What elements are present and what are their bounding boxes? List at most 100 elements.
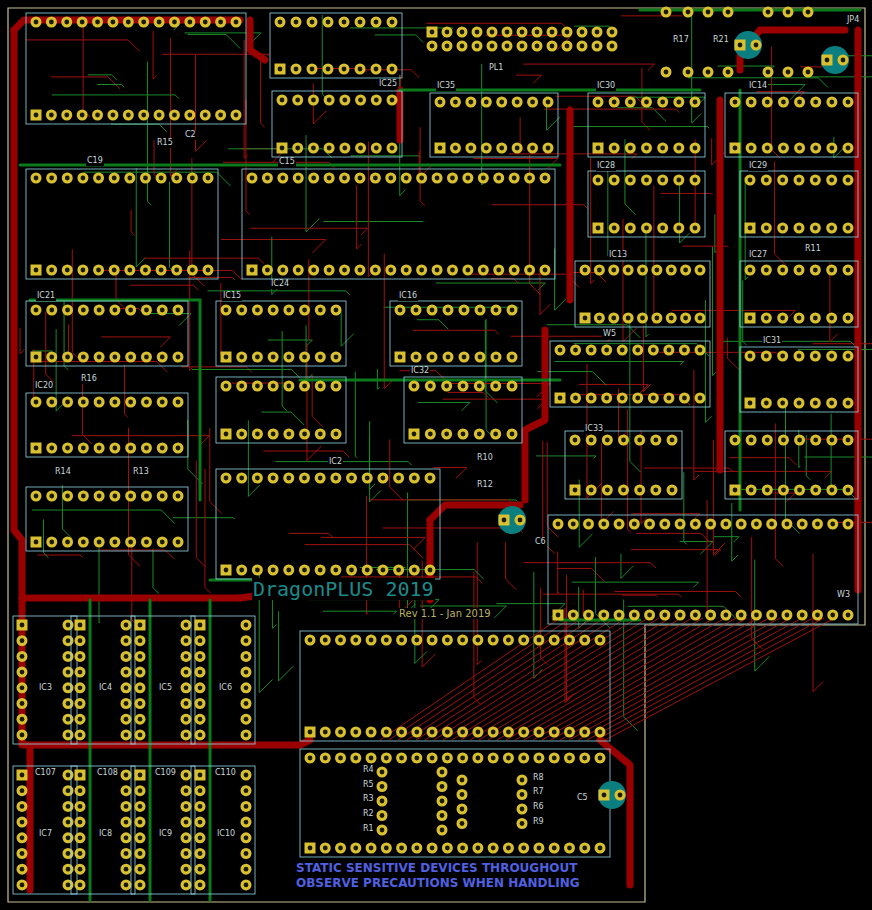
bus-trace xyxy=(587,618,813,740)
drill-hole xyxy=(846,354,851,359)
drill-hole xyxy=(97,494,102,499)
part-label: IC25 xyxy=(378,80,398,89)
drill-hole xyxy=(846,488,851,493)
part-label: R2 xyxy=(362,810,375,819)
drill-hole xyxy=(65,540,70,545)
drill-hole xyxy=(398,355,403,360)
part-label: C109 xyxy=(154,769,177,778)
pad xyxy=(94,537,105,548)
pad xyxy=(77,265,88,276)
pad xyxy=(481,97,492,108)
pad xyxy=(507,429,518,440)
pad xyxy=(593,143,604,154)
drill-hole xyxy=(414,846,419,851)
pad xyxy=(135,801,146,812)
signal-trace xyxy=(72,436,209,446)
pad xyxy=(602,485,613,496)
part-label: IC10 xyxy=(216,830,236,839)
pad xyxy=(61,110,72,121)
pad xyxy=(778,435,789,446)
drill-hole xyxy=(66,883,71,888)
signal-trace xyxy=(485,35,571,50)
pad xyxy=(457,775,468,786)
drill-hole xyxy=(112,176,117,181)
pad xyxy=(135,864,146,875)
signal-trace xyxy=(370,421,381,502)
drill-hole xyxy=(255,355,260,360)
drill-hole xyxy=(829,354,834,359)
drill-hole xyxy=(490,30,495,35)
pad xyxy=(507,381,518,392)
drill-hole xyxy=(604,348,609,353)
pad xyxy=(268,381,279,392)
drill-hole xyxy=(198,883,203,888)
drill-hole xyxy=(138,788,143,793)
drill-hole xyxy=(598,638,603,643)
drill-hole xyxy=(81,494,86,499)
pad xyxy=(371,64,382,75)
pad xyxy=(320,753,331,764)
drill-hole xyxy=(96,176,101,181)
pad xyxy=(579,843,590,854)
drill-hole xyxy=(490,44,495,49)
drill-hole xyxy=(78,733,83,738)
signal-trace xyxy=(321,537,425,549)
drill-hole xyxy=(552,638,557,643)
drill-hole xyxy=(754,613,759,618)
pad xyxy=(499,515,510,526)
drill-hole xyxy=(198,654,203,659)
drill-hole xyxy=(78,788,83,793)
pad xyxy=(157,352,168,363)
signal-trace xyxy=(420,127,425,205)
drill-hole xyxy=(353,638,358,643)
drill-hole xyxy=(172,20,177,25)
drill-hole xyxy=(404,176,409,181)
drill-hole xyxy=(138,638,143,643)
pad xyxy=(241,864,252,875)
drill-hole xyxy=(598,756,603,761)
part-label: C110 xyxy=(214,769,237,778)
pad xyxy=(826,97,837,108)
pad xyxy=(62,397,73,408)
drill-hole xyxy=(620,396,625,401)
pad xyxy=(564,727,575,738)
drill-hole xyxy=(780,316,785,321)
drill-hole xyxy=(440,828,445,833)
pad xyxy=(518,753,529,764)
pad xyxy=(564,843,575,854)
pad xyxy=(667,435,678,446)
pad xyxy=(509,265,520,276)
drill-hole xyxy=(280,146,285,151)
pad xyxy=(231,17,242,28)
part-label: IC9 xyxy=(158,830,173,839)
pad xyxy=(442,27,453,38)
pad xyxy=(690,143,701,154)
pad xyxy=(154,110,165,121)
signal-trace xyxy=(436,283,545,290)
pad xyxy=(141,397,152,408)
drill-hole xyxy=(571,522,576,527)
pad xyxy=(61,17,72,28)
pad xyxy=(157,537,168,548)
drill-hole xyxy=(384,730,389,735)
pad xyxy=(181,832,192,843)
pad xyxy=(810,143,821,154)
drill-hole xyxy=(651,348,656,353)
drill-hole xyxy=(141,20,146,25)
signal-trace xyxy=(524,563,656,568)
pad xyxy=(393,473,404,484)
pad xyxy=(195,801,206,812)
pad xyxy=(181,848,192,859)
drill-hole xyxy=(20,685,25,690)
signal-trace xyxy=(621,15,682,16)
pad xyxy=(549,843,560,854)
pad xyxy=(783,67,794,78)
pad xyxy=(794,175,805,186)
pad xyxy=(472,635,483,646)
drill-hole xyxy=(846,613,851,618)
drill-hole xyxy=(475,44,480,49)
pad xyxy=(75,817,86,828)
drill-hole xyxy=(97,400,102,405)
drill-hole xyxy=(159,176,164,181)
drill-hole xyxy=(506,846,511,851)
